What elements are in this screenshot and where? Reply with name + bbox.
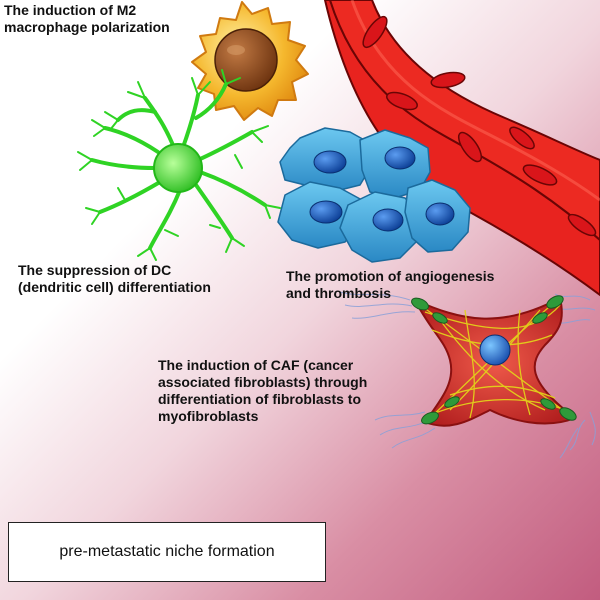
fibroblast-icon [339, 291, 596, 459]
dendritic-cell-icon [77, 69, 281, 261]
niche-formation-box: pre-metastatic niche formation [8, 522, 326, 582]
endothelial-cells-icon [277, 127, 471, 263]
label-angiogenesis: The promotion of angiogenesis and thromb… [286, 268, 495, 301]
label-m2-macrophage: The induction of M2 macrophage polarizat… [4, 2, 170, 35]
label-dc-suppression: The suppression of DC (dendritic cell) d… [18, 262, 211, 295]
label-caf-induction: The induction of CAF (cancer associated … [158, 357, 368, 424]
niche-formation-label: pre-metastatic niche formation [59, 543, 275, 560]
blood-vessel-icon [323, 0, 600, 297]
